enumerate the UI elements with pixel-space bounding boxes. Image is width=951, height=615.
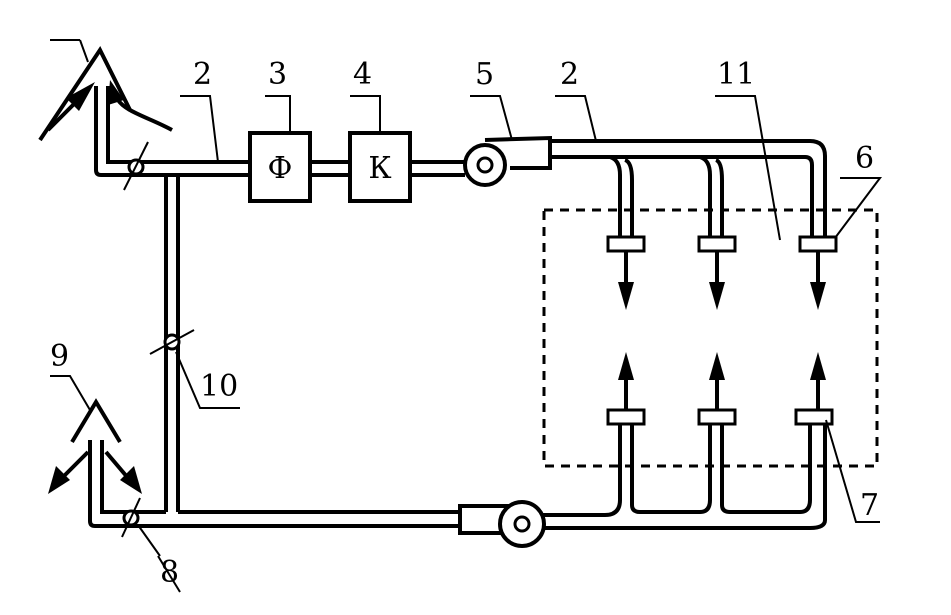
supply-fan (463, 135, 552, 187)
label-4: 4 (353, 57, 372, 92)
leader-lines (50, 95, 882, 593)
intake-hood (38, 39, 173, 142)
exhaust-grille-middle (697, 352, 737, 426)
compressor-block: К (348, 131, 412, 203)
label-8: 8 (160, 555, 179, 590)
supply-diffuser-left (606, 235, 646, 310)
label-3: 3 (268, 57, 287, 92)
exhaust-collection-ducts (540, 424, 827, 530)
compressor-block-label: К (368, 151, 391, 186)
damper-upper (123, 141, 149, 191)
damper-lower (121, 497, 161, 557)
exhaust-fan (458, 500, 546, 548)
exhaust-duct-lower (88, 440, 460, 528)
label-2-right: 2 (560, 57, 579, 92)
label-11: 11 (717, 57, 755, 92)
label-10: 10 (200, 369, 238, 404)
label-6: 6 (855, 141, 874, 176)
label-7: 7 (860, 488, 879, 523)
label-5: 5 (475, 57, 494, 92)
supply-distribution-ducts (550, 139, 827, 238)
exhaust-grille-left (606, 352, 646, 426)
label-9: 9 (50, 339, 69, 374)
filter-block: Ф (248, 131, 312, 203)
supply-diffuser-right (798, 235, 838, 310)
label-2-left: 2 (193, 57, 212, 92)
supply-diffuser-middle (697, 235, 737, 310)
recirculation-duct (149, 175, 195, 512)
discharge-hood (48, 398, 142, 494)
filter-block-label: Ф (268, 151, 293, 186)
supply-duct-upper (94, 86, 465, 177)
exhaust-grille-right (794, 352, 834, 426)
